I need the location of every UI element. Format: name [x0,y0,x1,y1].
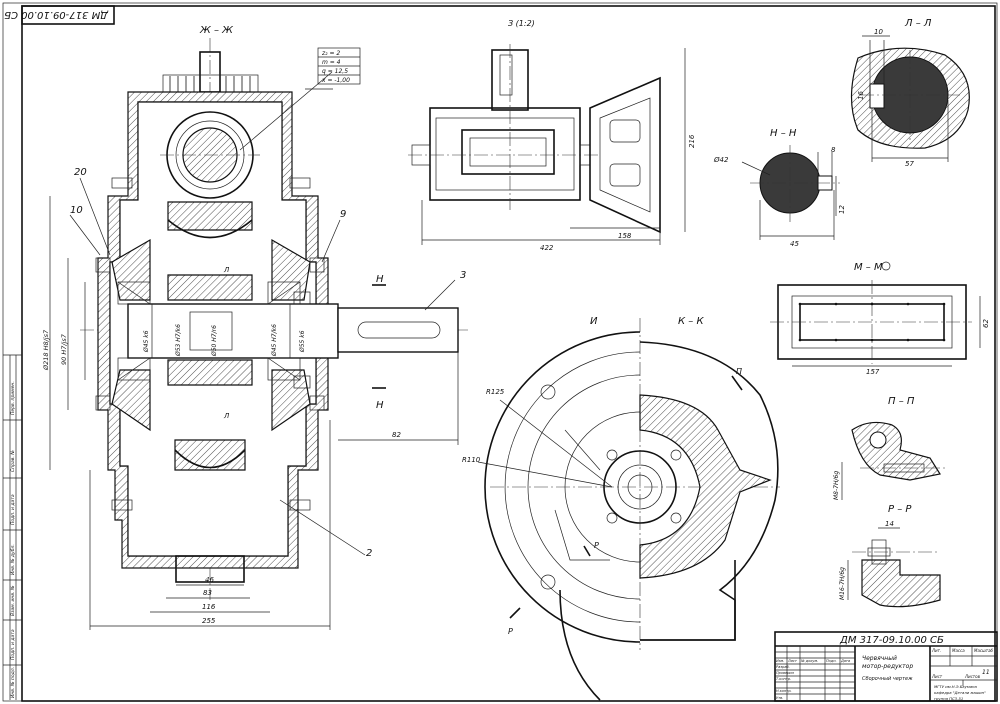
dim-157: 157 [866,368,880,376]
stamp-label-lit: Лит. [931,648,941,653]
side-label: Справ. № [10,450,16,472]
stamp-row-izm: Изм. [776,659,784,663]
stamp-code: ДМ 317-09.10.00 СБ [4,9,109,20]
dim-phi50: Ø50 H7/r6 [211,325,218,357]
cut-mark-l-bottom: Л [223,412,230,420]
position-20: 20 [74,167,87,178]
designation-stamp: ДМ 317-09.10.00 СБ [4,5,115,25]
stamp-label-masshtab: Масштаб [974,648,994,653]
dim-83: 83 [203,589,212,597]
stamp-row-nkontr: Н.контр. [776,689,792,693]
section-label-mm: М – М [854,262,883,273]
stamp-row-date: Дата [840,659,850,663]
dim-422: 422 [540,244,554,252]
position-2: 2 [366,548,372,559]
dim-82: 82 [392,431,401,439]
stamp-label-massa: Масса [952,648,965,653]
position-9: 9 [340,209,346,220]
drawing-frame [21,5,996,702]
cut-mark-n-top: Н [376,274,384,285]
param-z: z₂ = 2 [321,50,340,57]
dim-12: 12 [838,205,846,214]
section-pp: П – П M8-7H/6g [833,396,945,500]
dim-r110: R110 [462,456,481,464]
stamp-row-utv: Утв. [776,696,783,700]
dim-m16: M16-7H/6g [839,567,846,600]
section-nn: Н – Н Ø42 8 12 45 [713,128,846,248]
stamp-row-sign: Подп. [826,659,837,663]
dim-158: 158 [618,232,632,240]
dim-phi45b: Ø45 H7/k6 [271,324,278,357]
dim-phi45: Ø45 k6 [143,330,150,353]
binding-strip: Перв. примен. Справ. № Подп. и дата Инв.… [3,354,22,700]
view-label-z: З (1:2) [508,19,535,28]
dim-216: 216 [688,134,696,148]
top-view-z: З (1:2) 422 158 216 [408,19,696,252]
dim-phi42: Ø42 [713,156,729,164]
cut-mark-r-top: Р [594,541,599,550]
gear-param-table: z₂ = 2 m = 4 q = 12,5 x = -1,00 [317,47,361,85]
section-label-i: И [590,316,598,327]
dim-phi55: Ø55 k6 [299,330,306,353]
dim-255: 255 [202,617,216,625]
position-10: 10 [70,205,83,216]
cut-mark-l-top: Л [223,266,230,274]
param-q: q = 12,5 [322,68,348,75]
sheet-count: 11 [982,669,990,676]
section-i-kk: И К – К R125 R110 П Р Р [462,316,780,701]
dim-62: 62 [982,319,990,328]
dim-90: 90 H7/js7 [60,333,68,365]
main-section-view: Ж – Ж [42,25,470,630]
side-label: Подп. и дата [10,629,16,660]
section-ll: Л – Л 10 16 57 [850,18,970,168]
param-m: m = 4 [322,59,341,66]
dim-46: 46 [205,576,214,584]
section-label-pp: П – П [888,396,915,407]
section-label-kk: К – К [678,316,704,327]
section-label-nn: Н – Н [770,128,797,139]
cut-mark-r-bottom: Р [508,627,513,636]
dim-phi53: Ø53 H7/k6 [175,324,182,357]
position-3: 3 [460,270,466,281]
title-code: ДМ 317-09.10.00 СБ [839,635,944,646]
dim-116: 116 [202,603,216,611]
title-type: Сборочный чертеж [862,676,913,682]
dim-57: 57 [905,160,914,168]
section-label-zh: Ж – Ж [199,25,234,36]
dim-m8: M8-7H/6g [833,471,840,500]
dim-r125: R125 [486,388,505,396]
stamp-row-prov: Проверил [776,671,795,675]
side-label: Инв. № дубл. [10,544,16,575]
stamp-row-list: Лист [787,659,798,663]
title-name-line-2: мотор-редуктор [862,663,913,670]
stamp-label-list: Лист [931,674,943,679]
dim-phi218: Ø218 H8/js7 [42,329,50,371]
section-label-rr: Р – Р [888,504,912,515]
org-info-2: кафедра "Детали машин" [934,690,986,695]
title-name-line-1: Червячный [862,655,897,662]
side-label: Взам. инв. № [10,585,16,616]
dim-16: 16 [857,91,865,100]
section-mm: М – М 157 62 [770,261,990,376]
org-info-1: МГТУ им.Н.Э.Баумана [934,684,978,689]
section-rr: Р – Р 14 M16-7H/6g [839,504,941,608]
dim-8: 8 [831,146,836,154]
stamp-label-listov: Листов [964,674,981,679]
cut-mark-n-bottom: Н [376,400,384,411]
dim-14: 14 [885,520,894,528]
stamp-row-tkontr: Т.контр. [776,677,791,681]
org-info-3: группа ПС3-51 [934,696,963,701]
dim-45: 45 [790,240,799,248]
param-x: x = -1,00 [321,77,350,84]
side-label: Инв. № подл. [10,667,16,698]
side-label: Перв. примен. [10,381,16,415]
stamp-row-razrab: Разраб. [776,665,790,669]
cut-mark-p: П [736,367,742,376]
side-label: Подп. и дата [10,494,16,525]
dim-10: 10 [874,28,883,36]
stamp-row-doc: № докум. [800,659,818,663]
section-label-ll: Л – Л [904,18,932,29]
title-block: Изм. Лист № докум. Подп. Дата Разраб. Пр… [774,631,998,702]
